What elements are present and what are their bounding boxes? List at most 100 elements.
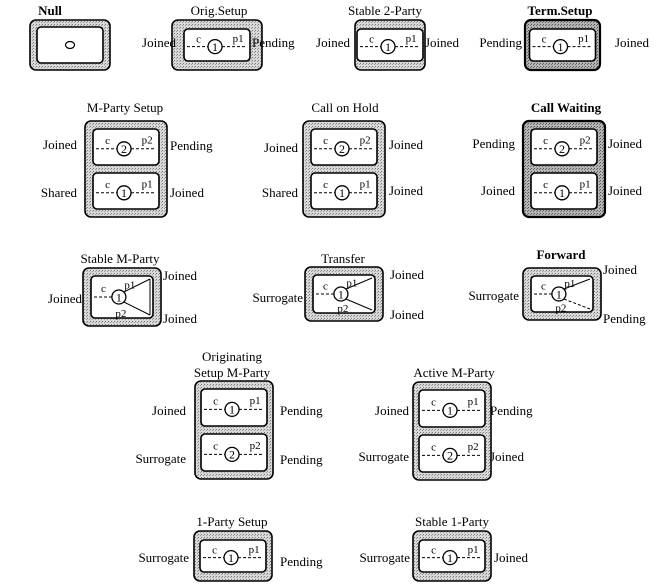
side-label-left: Surrogate bbox=[135, 451, 186, 466]
side-label-right: Joined bbox=[494, 550, 528, 565]
port-label: p1 bbox=[124, 280, 135, 292]
party-number: 1 bbox=[228, 551, 234, 565]
party-circle bbox=[334, 185, 350, 201]
side-label-left: Shared bbox=[262, 185, 299, 200]
call-label-c: c bbox=[431, 442, 436, 454]
port-label: p2 bbox=[142, 134, 153, 146]
party-circle bbox=[224, 446, 240, 463]
side-label-left: Surrogate bbox=[359, 550, 410, 565]
party-number: 1 bbox=[212, 40, 218, 54]
port-label: p2 bbox=[555, 302, 566, 314]
party-circle bbox=[116, 141, 132, 157]
party-number: 1 bbox=[229, 403, 235, 417]
party-number: 1 bbox=[339, 186, 345, 200]
side-label-right: Pending bbox=[280, 403, 323, 418]
side-label-left: Surrogate bbox=[358, 449, 409, 464]
state-title: Stable 1-Party bbox=[415, 514, 490, 529]
call-label-c: c bbox=[431, 544, 436, 556]
side-label-right: Joined bbox=[389, 137, 423, 152]
side-label-right: Pending bbox=[490, 403, 533, 418]
party-number: 1 bbox=[116, 290, 122, 304]
side-label-left: Joined bbox=[142, 35, 176, 50]
party-circle bbox=[442, 402, 458, 419]
port-label: p1 bbox=[564, 278, 575, 290]
party-number: 2 bbox=[339, 142, 345, 156]
port-label: p2 bbox=[115, 308, 126, 320]
party-circle bbox=[116, 185, 132, 201]
side-label-right: Pending bbox=[252, 35, 295, 50]
state-title: Call Waiting bbox=[531, 100, 602, 115]
party-number: 1 bbox=[385, 40, 391, 54]
side-label-right: Joined bbox=[425, 35, 459, 50]
side-label-right: Joined bbox=[608, 183, 642, 198]
fork-slot: 1c p1 p2 bbox=[530, 275, 594, 314]
party-circle bbox=[554, 185, 570, 201]
port-label: p1 bbox=[468, 544, 479, 556]
side-label-left: Pending bbox=[472, 136, 515, 151]
port-label: p1 bbox=[580, 178, 591, 190]
side-label-left: Surrogate bbox=[468, 288, 519, 303]
party-circle bbox=[334, 141, 350, 157]
port-label: p2 bbox=[360, 134, 371, 146]
call-label-c: c bbox=[541, 281, 546, 293]
state-title: M-Party Setup bbox=[87, 100, 163, 115]
side-label-right: Pending bbox=[603, 311, 646, 326]
party-circle bbox=[333, 286, 349, 302]
side-label-right: Pending bbox=[170, 138, 213, 153]
port-label: p1 bbox=[233, 33, 244, 45]
side-label-left: Joined bbox=[481, 183, 515, 198]
party-circle bbox=[551, 286, 567, 302]
null-box bbox=[36, 26, 104, 64]
side-label-left: Joined bbox=[264, 140, 298, 155]
state-title: Transfer bbox=[321, 251, 365, 266]
party-number: 1 bbox=[558, 40, 564, 54]
party-number: 1 bbox=[556, 287, 562, 301]
party-number: 1 bbox=[121, 186, 127, 200]
state-title: Stable 2-Party bbox=[348, 3, 423, 18]
port-label: p1 bbox=[346, 277, 357, 289]
port-label: p2 bbox=[337, 303, 348, 315]
side-label-right: Joined bbox=[390, 307, 424, 322]
side-label-right: Joined bbox=[163, 268, 197, 283]
side-label-left: Joined bbox=[375, 403, 409, 418]
state-null: Null bbox=[29, 3, 111, 71]
call-label-c: c bbox=[369, 33, 374, 45]
port-label: p2 bbox=[250, 440, 261, 452]
side-label-left: Joined bbox=[48, 291, 82, 306]
party-circle bbox=[223, 549, 239, 566]
side-label-right: Joined bbox=[170, 185, 204, 200]
side-label-right: Pending bbox=[280, 554, 323, 569]
branch-line-down bbox=[123, 301, 151, 316]
call-label-c: c bbox=[542, 33, 547, 45]
side-label-left: Pending bbox=[479, 35, 522, 50]
call-label-c: c bbox=[213, 396, 218, 408]
port-label: p1 bbox=[360, 178, 371, 190]
branch-line-down bbox=[345, 298, 373, 311]
call-label-c: c bbox=[105, 135, 110, 147]
side-label-right: Joined bbox=[615, 35, 649, 50]
party-number: 1 bbox=[447, 551, 453, 565]
side-label-left: Surrogate bbox=[252, 290, 303, 305]
state-title: Setup M-Party bbox=[194, 365, 271, 380]
branch-line-up bbox=[345, 277, 373, 290]
party-circle bbox=[207, 38, 223, 55]
port-label: p1 bbox=[468, 396, 479, 408]
state-title: 1-Party Setup bbox=[196, 514, 267, 529]
